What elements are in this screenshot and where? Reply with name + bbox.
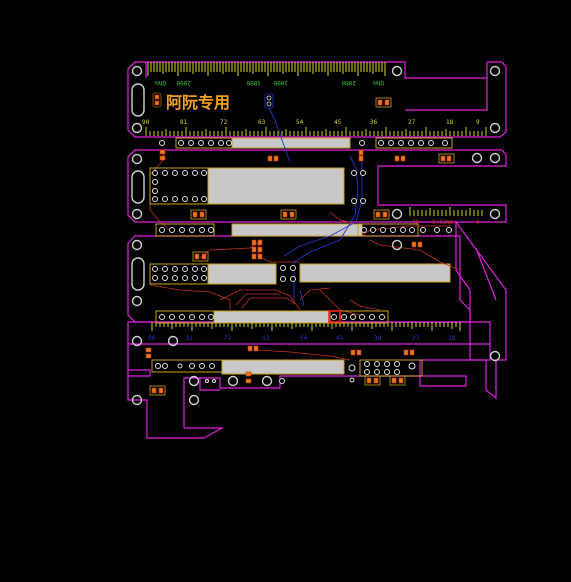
smd-components [145, 92, 452, 394]
hole [391, 208, 403, 220]
angle-label: 63 [258, 119, 266, 126]
bottom-angle-label: 72 [224, 335, 232, 342]
bottom-angle-label: 36 [374, 335, 382, 342]
bottom-angle-label: 81 [186, 335, 194, 342]
pour-7 [221, 359, 345, 375]
angle-scale-bottom [151, 322, 461, 331]
ruler-label-4: 1000 [273, 79, 288, 86]
header-footprint [329, 310, 389, 324]
via-pair [264, 93, 274, 109]
through-hole-pads [152, 140, 452, 384]
ruler-label-6: Ohm [373, 79, 384, 86]
hole [131, 239, 143, 251]
mid-scale-label: 0 [476, 219, 480, 226]
board-title: 阿阮专用 [166, 93, 230, 112]
hole [391, 239, 403, 251]
hole [167, 335, 179, 347]
angle-scale-top-labels: 90 81 72 63 54 45 36 27 18 9 [142, 119, 480, 126]
angle-label: 81 [180, 119, 188, 126]
pour-6 [213, 310, 331, 324]
angle-label: 9 [476, 119, 480, 126]
hole [188, 394, 200, 406]
bottom-angle-label: 45 [336, 335, 344, 342]
header-footprint [357, 223, 419, 237]
pour-2 [207, 167, 345, 205]
top-ruler-labels: Ohm 2000 1000 1000 2000 Ohm [155, 79, 384, 86]
bottom-angle-label: 27 [412, 335, 420, 342]
ruler-label-5: 2000 [341, 79, 356, 86]
angle-scale-mid [409, 207, 483, 216]
angle-label: 54 [296, 119, 304, 126]
angle-label: 36 [370, 119, 378, 126]
ruler-label-3: 1000 [246, 79, 261, 86]
angle-scale-mid-labels: 30 0.02mm 0 [412, 219, 480, 226]
angle-scale-bottom-labels: 90 81 72 63 54 45 36 27 18 [148, 335, 456, 342]
pour-5 [299, 263, 451, 283]
hole [227, 375, 239, 387]
hole [188, 375, 200, 387]
angle-label: 45 [334, 119, 342, 126]
hole [131, 394, 143, 406]
hole [131, 65, 143, 77]
mid-scale-label: 0.02mm [432, 219, 454, 226]
ruler-label-1: Ohm [155, 79, 166, 86]
hole [131, 208, 143, 220]
hole [261, 375, 273, 387]
bottom-angle-label: 63 [262, 335, 270, 342]
smd-outline [152, 92, 162, 108]
smd-outlines [149, 97, 455, 396]
ruler-label-2: 2000 [176, 79, 191, 86]
mounting-holes [131, 65, 501, 406]
hole [489, 208, 501, 220]
copper-pour-regions [207, 137, 451, 375]
hole [131, 335, 143, 347]
pour-4 [207, 263, 277, 285]
bottom-angle-label: 90 [148, 335, 156, 342]
mid-scale-label: 30 [412, 219, 420, 226]
hole [131, 153, 143, 165]
pour-3 [231, 223, 363, 237]
hole [489, 122, 501, 134]
angle-scale-top [145, 127, 487, 136]
angle-label: 27 [408, 119, 416, 126]
angle-label: 90 [142, 119, 150, 126]
slot [131, 83, 145, 117]
header-footprint [149, 167, 209, 205]
angle-label: 18 [446, 119, 454, 126]
hole [489, 65, 501, 77]
pour-1 [231, 137, 351, 149]
bottom-angle-label: 54 [300, 335, 308, 342]
hole [489, 350, 501, 362]
angle-label: 72 [220, 119, 228, 126]
top-ruler [147, 62, 386, 76]
header-footprints [149, 137, 453, 377]
header-footprint [375, 137, 453, 149]
hole [471, 152, 483, 164]
slot [131, 170, 145, 204]
hole [489, 152, 501, 164]
slot [131, 257, 145, 291]
hole [131, 295, 143, 307]
header-footprint [149, 263, 209, 285]
hole [131, 122, 143, 134]
bottom-angle-label: 18 [448, 335, 456, 342]
hole [391, 65, 403, 77]
header-footprint [151, 359, 223, 373]
highlighted-pad [328, 310, 341, 323]
